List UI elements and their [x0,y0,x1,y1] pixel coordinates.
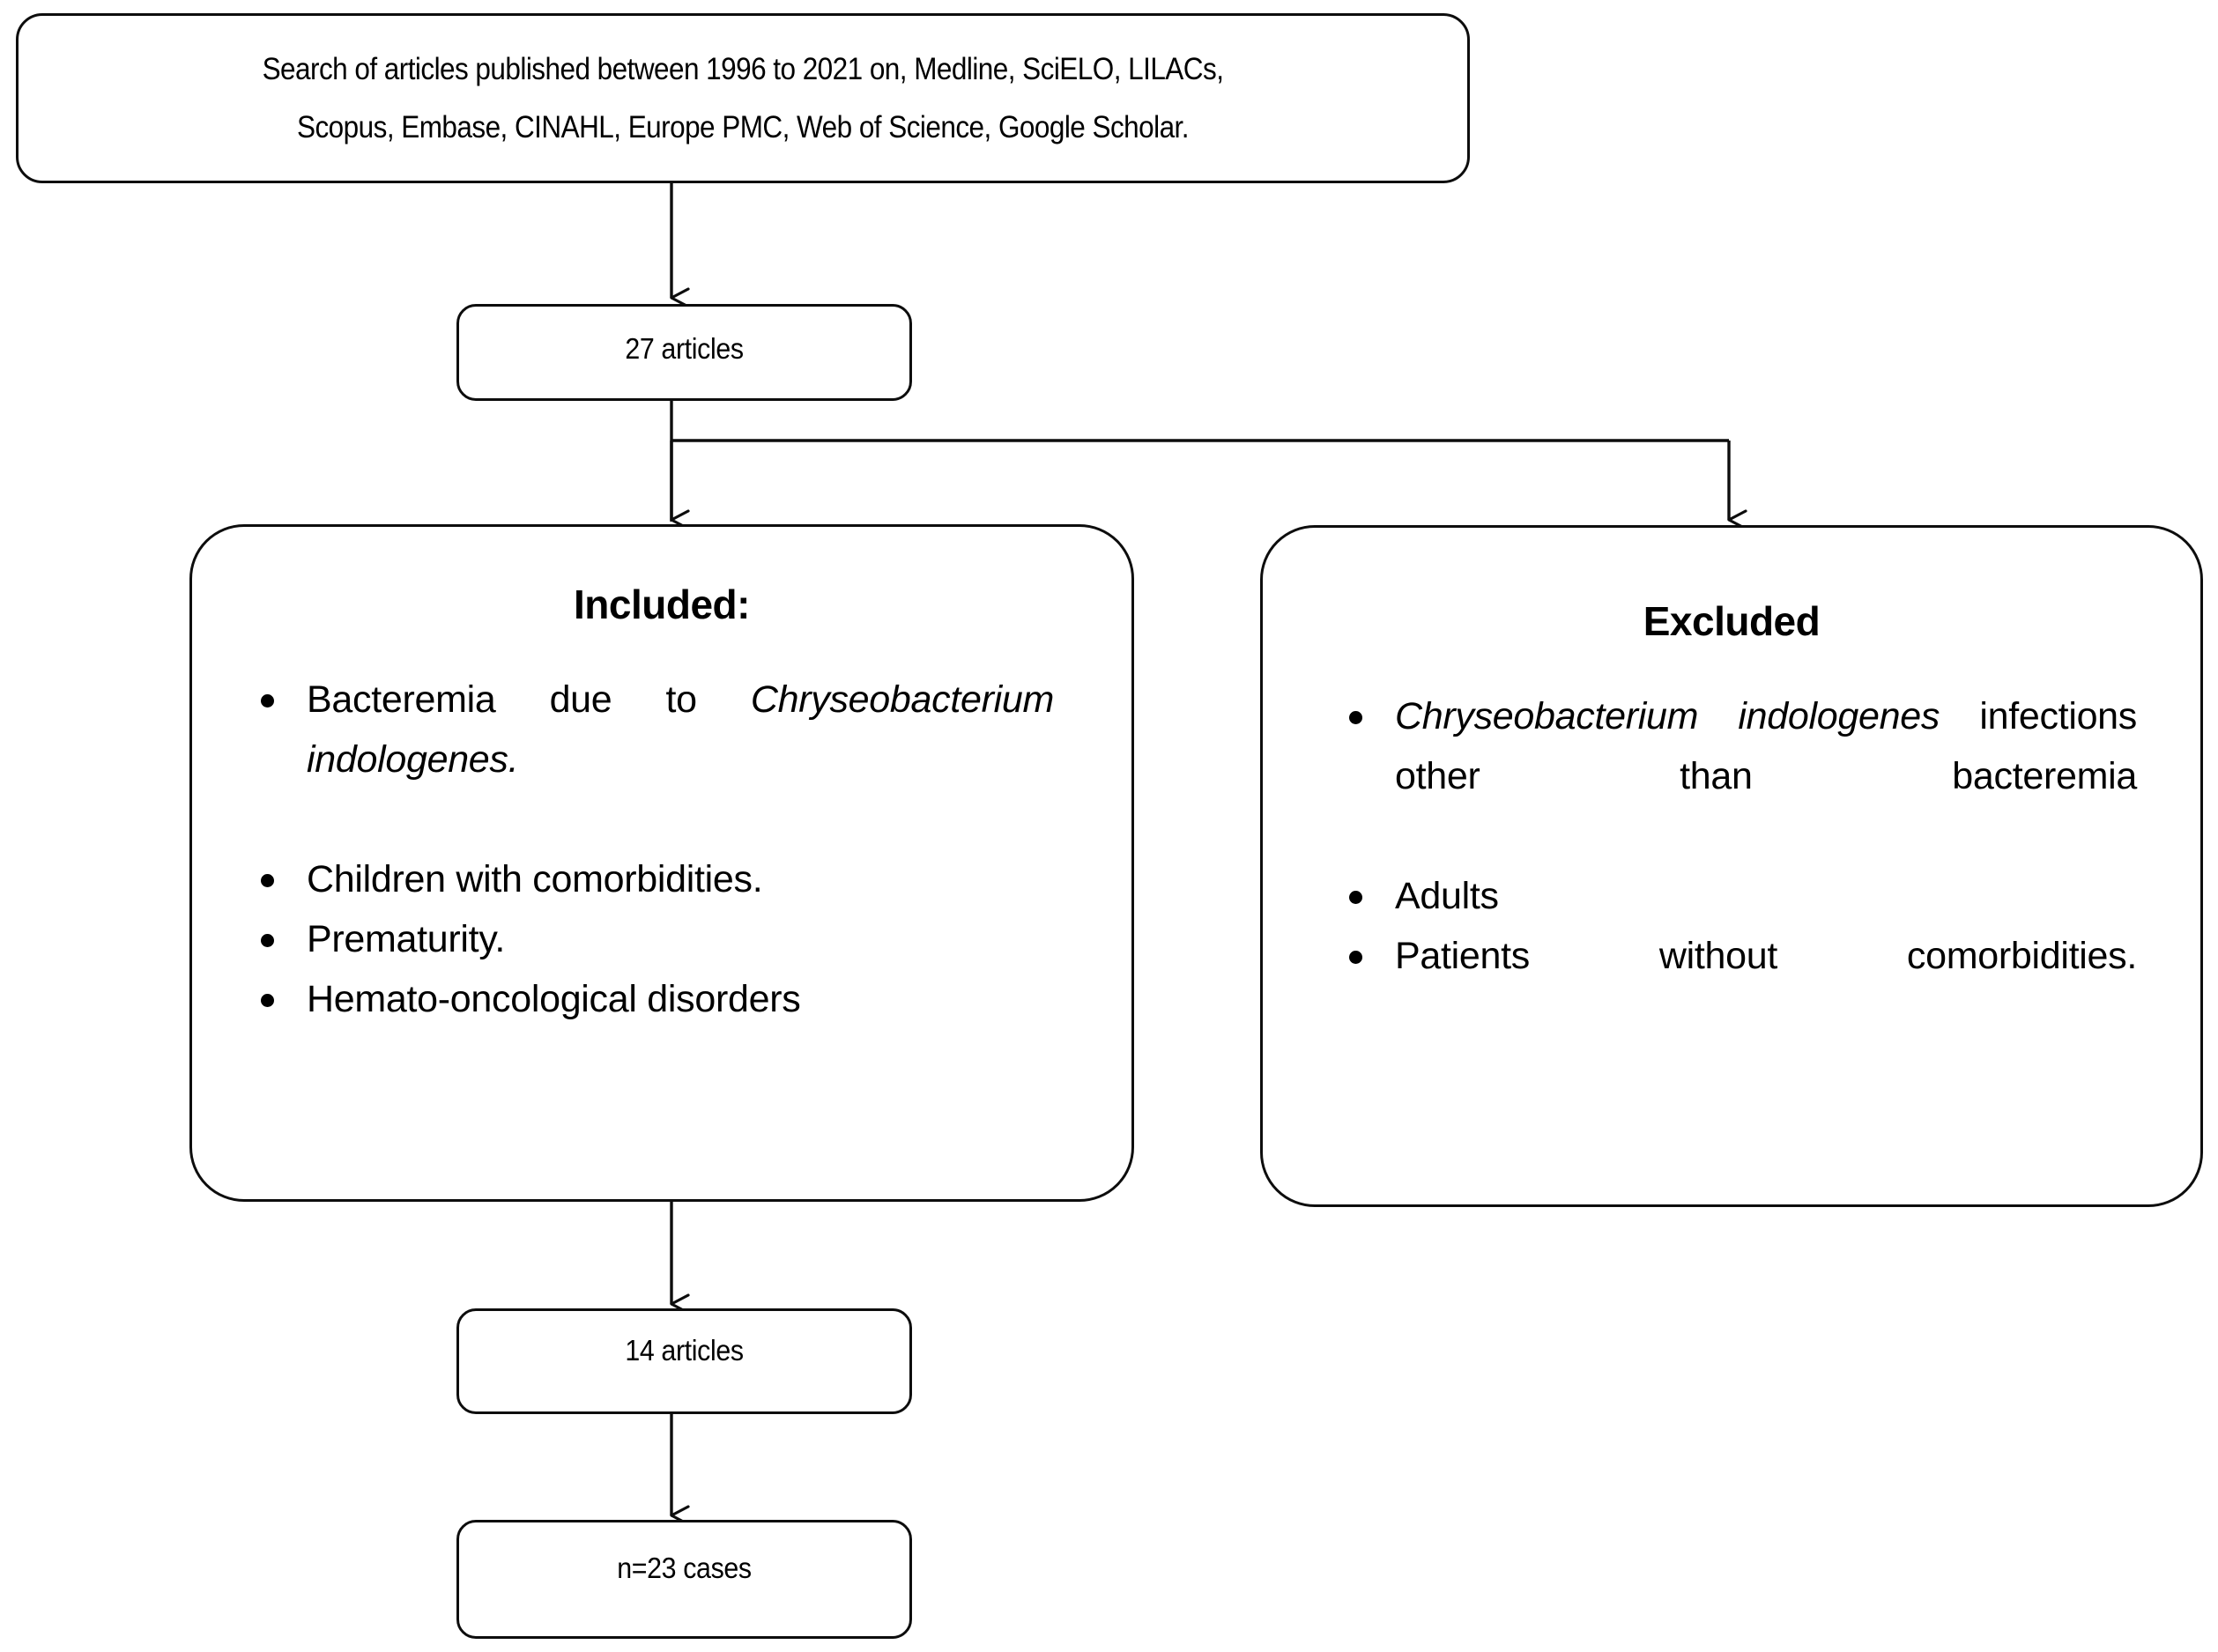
included-bullet-text-3: Prematurity. [307,918,505,960]
excluded-bullet-text-2: Adults [1395,875,1499,917]
included-bullet-list: Bacteremia due to Chryseobacterium indol… [245,670,1054,1029]
screened-articles-label: 14 articles [625,1334,744,1367]
list-item: Adults [1333,866,2137,926]
search-sources-box: Search of articles published between 199… [16,13,1470,183]
identified-articles-label: 27 articles [625,332,744,365]
search-sources-line-2: Scopus, Embase, CINAHL, Europe PMC, Web … [296,109,1190,144]
included-bullet-text-4: Hemato-oncological disorders [307,978,801,1020]
list-item: Prematurity. [245,909,1054,969]
list-item: Chryseobacterium indologenes infections … [1333,686,2137,866]
included-criteria-box: Included: Bacteremia due to Chryseobacte… [189,524,1134,1202]
included-bullet-text-1: Bacteremia due to Chryseobacterium indol… [307,678,1054,781]
screened-articles-box: 14 articles [456,1308,912,1414]
excluded-title: Excluded [1643,598,1821,644]
excluded-bullet-list: Chryseobacterium indologenes infections … [1333,686,2137,1046]
edge-identified-split [670,401,1729,522]
final-cases-box: n=23 cases [456,1520,912,1639]
excluded-bullet-text-1: Chryseobacterium indologenes infections … [1395,695,2138,797]
list-item: Patients without comorbidities. [1333,926,2137,1046]
excluded-bullet-text-3: Patients without comorbidities. [1395,935,2137,977]
included-bullet-text-2: Children with comorbidities. [307,858,763,900]
identified-articles-box: 27 articles [456,304,912,401]
search-sources-line-1: Search of articles published between 199… [262,51,1224,86]
included-title: Included: [574,582,750,627]
list-item: Hemato-oncological disorders [245,969,1054,1029]
list-item: Children with comorbidities. [245,849,1054,909]
final-cases-label: n=23 cases [617,1552,752,1584]
list-item: Bacteremia due to Chryseobacterium indol… [245,670,1054,849]
excluded-criteria-box: Excluded Chryseobacterium indologenes in… [1260,525,2203,1207]
